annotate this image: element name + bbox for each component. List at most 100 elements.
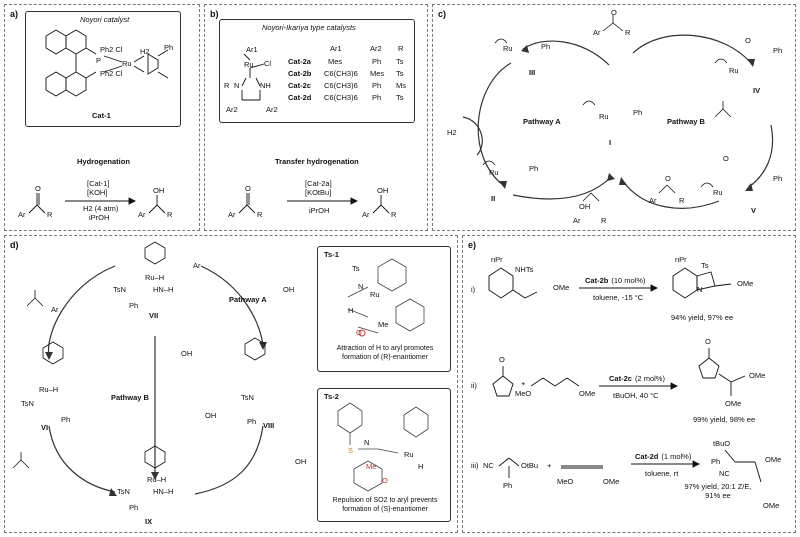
transfer-hydrogenation-title: Transfer hydrogenation [275, 157, 359, 166]
compound-vii-label: VII [149, 311, 159, 320]
panel-b-cond-2: [KOtBu] [305, 188, 332, 197]
noyori-ikariya-title: Noyori-Ikariya type catalysts [262, 23, 356, 32]
d-hn-vii: HN–H [153, 285, 174, 294]
ts-2-n: N [364, 438, 370, 447]
c-ph-1: Ph [541, 42, 551, 51]
table-row-cat: Cat-2a [288, 57, 311, 66]
rxn-iii-sm-otbu: OtBu [521, 461, 539, 470]
d-ar-vii: Ar [193, 261, 201, 270]
noyori-catalyst-title: Noyori catalyst [80, 15, 130, 24]
c-o-2: O [745, 36, 751, 45]
panel-c-catalytic-cycles [462, 15, 774, 209]
struct-ar2a: Ar2 [226, 105, 238, 114]
rxn-iii-loading: (1 mol%) [661, 452, 692, 461]
rxn-iii-prod-ph: Ph [711, 457, 721, 466]
rxn-i-catalyst: Cat-2b (10 mol%) [585, 276, 646, 285]
c-o-4: O [665, 174, 671, 183]
panel-a-reaction [28, 193, 166, 214]
table-row-ar2: Ph [372, 81, 382, 90]
table-header-ar2: Ar2 [370, 44, 382, 53]
d-ru-h-ix: Ru–H [147, 475, 167, 484]
ts-2-o: O [382, 476, 388, 485]
panel-d-catalytic-cycle [12, 241, 267, 496]
rxn-ii-plus: + [521, 379, 526, 388]
panel-c-label: c) [438, 9, 447, 19]
table-row-ar1: C6(CH3)6 [324, 81, 358, 90]
pathway-a-label: Pathway A [523, 117, 561, 126]
panel-b-reaction [238, 193, 390, 214]
panel-d-label: d) [10, 240, 19, 250]
c-ru-iv: Ru [729, 66, 739, 75]
rxn-ii-prod-o: O [705, 337, 711, 346]
table-row-ar1: C6(CH3)6 [324, 93, 358, 102]
panel-a-label: a) [10, 9, 19, 19]
table-header-ar1: Ar1 [330, 44, 342, 53]
panel-c: c) [432, 4, 796, 231]
rxn-i-sm-npr: nPr [491, 255, 503, 264]
c-ph-5: Ph [773, 174, 783, 183]
struct-ru: Ru [244, 60, 254, 69]
c-ar-3: Ar [649, 196, 657, 205]
panel-a-prod-oh: OH [153, 186, 165, 195]
d-ph-vii: Ph [129, 301, 139, 310]
rxn-ii-loading: (2 mol%) [634, 374, 665, 383]
panel-d: d) Pathway A Pathway B VI VII VIII [4, 235, 458, 533]
panel-a-cond-2: [KOH] [87, 188, 108, 197]
panel-b-sm-ar: Ar [228, 210, 236, 219]
table-header-r: R [398, 44, 404, 53]
struct-cl: Cl [264, 59, 272, 68]
struct-r: R [224, 81, 230, 90]
d-ru-h-vii: Ru–H [145, 273, 165, 282]
panel-b-prod-oh: OH [377, 186, 389, 195]
rxn-ii-num: ii) [471, 381, 477, 390]
struct-nh: NH [260, 81, 271, 90]
ts-1-o: O [356, 328, 362, 337]
d-tsn-ix: TsN [117, 487, 130, 496]
panel-b: b) Noyori-Ikariya type catalysts Ar1 Ru … [204, 4, 428, 231]
c-ph-2: Ph [633, 108, 643, 117]
ts-1-caption: Attraction of H to aryl promotes formati… [336, 345, 434, 361]
struct-n: N [234, 81, 240, 90]
rxn-iii-sm-ph: Ph [503, 481, 513, 490]
panel-e-reactions [488, 267, 762, 483]
compound-v-label: V [751, 206, 757, 215]
c-o-1: O [611, 8, 617, 17]
c-ru-iii: Ru [503, 44, 513, 53]
panel-a-sm-ar: Ar [18, 210, 26, 219]
c-oh-1: OH [579, 202, 591, 211]
rxn-ii-prod-ome-1: OMe [749, 371, 766, 380]
d-tsn-viii: TsN [241, 393, 254, 402]
c-ph-3: Ph [529, 164, 539, 173]
c-r-1: R [625, 28, 631, 37]
ts-1-me: Me [378, 320, 389, 329]
compound-viii-label: VIII [263, 421, 275, 430]
rxn-iii-sm-meo: MeO [557, 477, 574, 486]
c-ru-i: Ru [599, 112, 609, 121]
panel-b-sm-o: O [245, 184, 251, 193]
ts-2-me: Me [366, 462, 377, 471]
rxn-iii-catalyst: Cat-2d (1 mol%) [635, 452, 691, 461]
compound-ix-label: IX [145, 517, 153, 526]
table-row-ar2: Ph [372, 93, 382, 102]
table-row-ar2: Mes [370, 69, 385, 78]
noyori-ph2cl-top: Ph2 Cl [100, 45, 123, 54]
ts-1-ru: Ru [370, 290, 380, 299]
hydrogenation-title: Hydrogenation [77, 157, 130, 166]
d-ph-ix: Ph [129, 503, 139, 512]
rxn-iii-prod-tbuo: tBuO [713, 439, 731, 448]
rxn-ii-prod-ome-2: OMe [725, 399, 742, 408]
noyori-ph2cl-bot: Ph2 Cl [100, 69, 123, 78]
ts-2-caption: Repulsion of SO2 to aryl prevents format… [332, 497, 438, 513]
ts-2-h: H [418, 462, 424, 471]
d-ru-h-vi: Ru–H [39, 385, 59, 394]
table-row-ar1: Mes [328, 57, 343, 66]
panel-a-prod-r: R [167, 210, 173, 219]
c-ar-2: Ar [573, 216, 581, 225]
d-tsn-vii: TsN [113, 285, 126, 294]
d-pathway-b-label: Pathway B [111, 393, 149, 402]
table-row-r: Ts [396, 57, 404, 66]
d-ar-2: Ar [51, 305, 59, 314]
noyori-ikariya-box: Noyori-Ikariya type catalysts Ar1 Ru Cl … [219, 19, 415, 123]
c-r-2: R [601, 216, 607, 225]
panel-b-cond-3: iPrOH [309, 206, 330, 215]
